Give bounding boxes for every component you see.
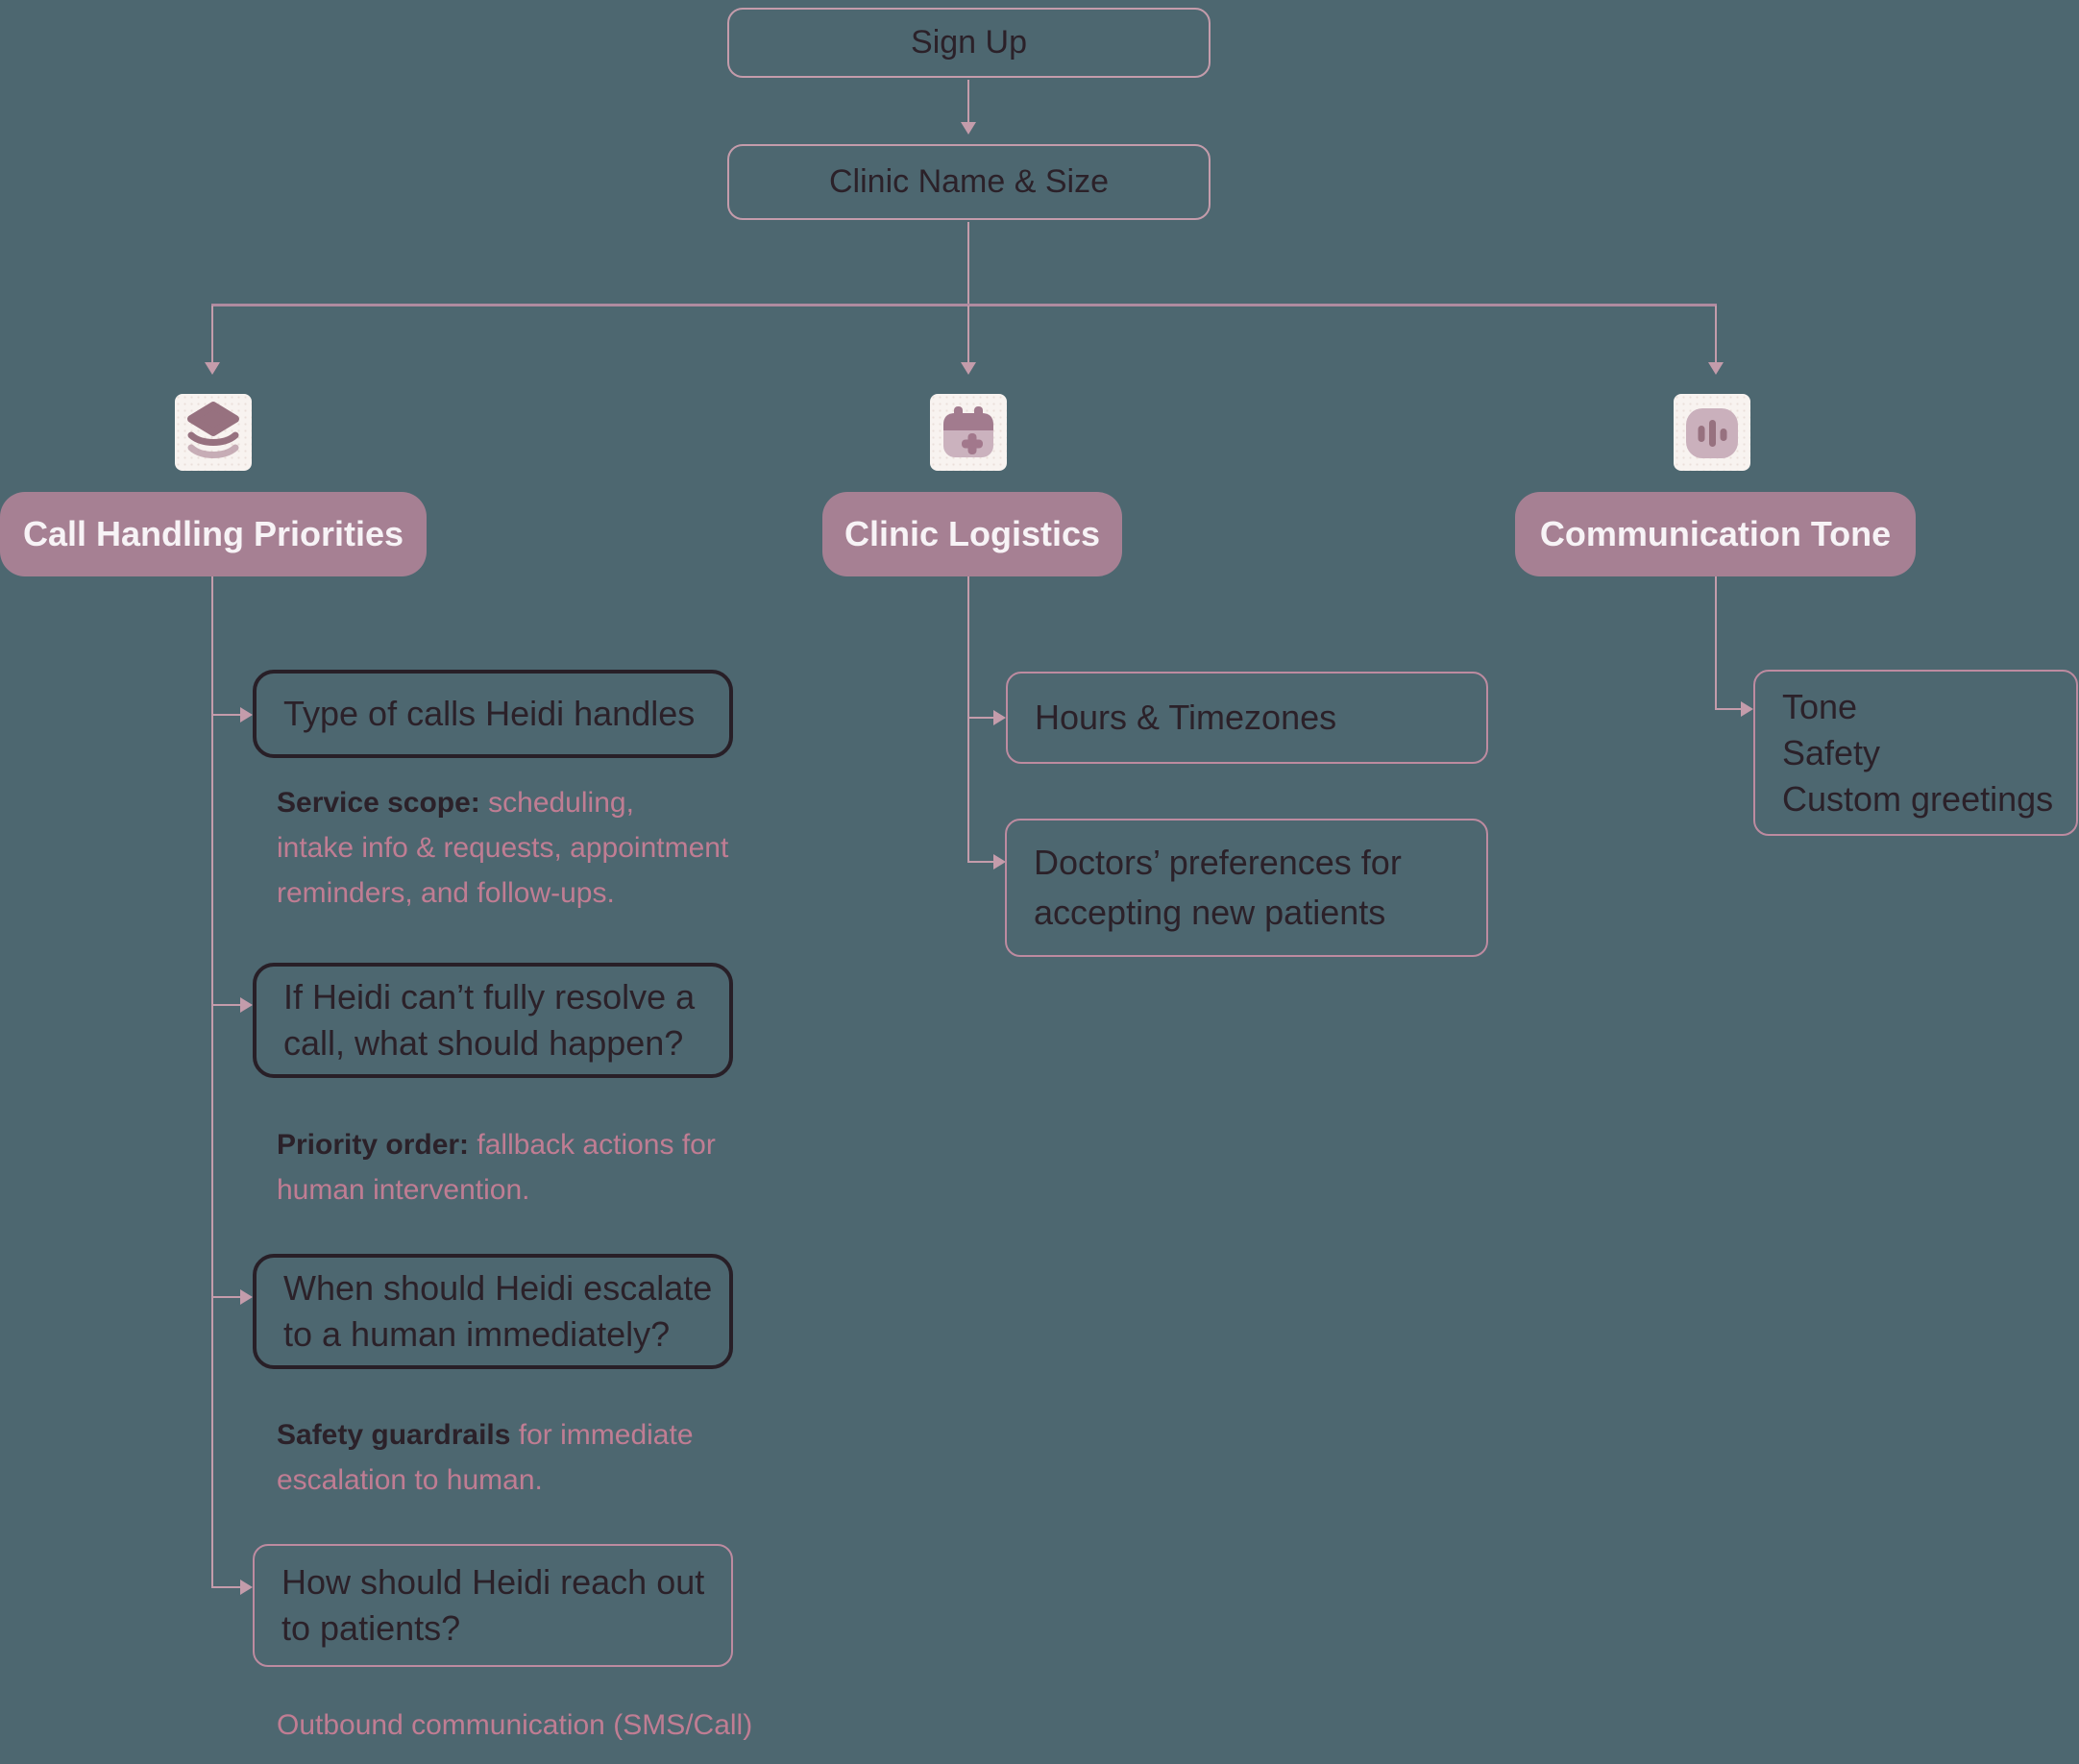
arrowhead-to-box3 bbox=[240, 1289, 253, 1305]
connector-to-box2 bbox=[213, 1004, 242, 1006]
hours-timezones-node: Hours & Timezones bbox=[1006, 672, 1488, 764]
escalate-to-human-node: When should Heidi escalate to a human im… bbox=[253, 1254, 733, 1369]
arrowhead-to-box1 bbox=[240, 707, 253, 723]
arrowhead-to-box2 bbox=[240, 997, 253, 1013]
arrowhead-to-tone bbox=[1741, 701, 1753, 717]
arrowhead-to-hours bbox=[993, 710, 1006, 725]
voice-waveform-icon bbox=[1674, 394, 1750, 471]
connector-to-hours bbox=[969, 717, 994, 719]
note-outbound-communication: Outbound communication (SMS/Call) bbox=[277, 1709, 753, 1741]
clinic-name-size-label: Clinic Name & Size bbox=[829, 163, 1109, 200]
branch-call-handling-priorities: Call Handling Priorities bbox=[0, 492, 427, 576]
branch-clinic-logistics: Clinic Logistics bbox=[822, 492, 1122, 576]
connector-to-box3 bbox=[213, 1296, 242, 1298]
connector-drop-right bbox=[1715, 306, 1717, 363]
arrowhead-drop-middle bbox=[961, 362, 976, 375]
connector-left-spine bbox=[211, 576, 213, 1588]
note-lead: Priority order: bbox=[277, 1129, 470, 1161]
connector-to-box1 bbox=[213, 714, 242, 716]
connector-right-spine bbox=[1715, 576, 1717, 710]
connector-junction bbox=[211, 304, 1717, 306]
arrowhead-drop-right bbox=[1708, 362, 1724, 375]
branch-title: Clinic Logistics bbox=[844, 514, 1101, 553]
branch-title: Communication Tone bbox=[1539, 514, 1892, 553]
connector-drop-middle bbox=[967, 306, 969, 363]
note-lead: Service scope: bbox=[277, 787, 480, 819]
doctors-preferences-node: Doctors’ preferences for accepting new p… bbox=[1005, 819, 1488, 957]
signup-node: Sign Up bbox=[727, 8, 1211, 78]
arrowhead-to-box4 bbox=[240, 1580, 253, 1595]
clinic-name-size-node: Clinic Name & Size bbox=[727, 144, 1211, 220]
unresolved-call-node: If Heidi can’t fully resolve a call, wha… bbox=[253, 963, 733, 1078]
type-of-calls-label: Type of calls Heidi handles bbox=[283, 694, 696, 733]
connector-middle-spine bbox=[967, 576, 969, 863]
signup-label: Sign Up bbox=[911, 24, 1027, 61]
calendar-plus-icon bbox=[930, 394, 1007, 471]
note-service-scope: Service scope: scheduling, intake info &… bbox=[277, 787, 729, 909]
connector-drop-left bbox=[211, 306, 213, 363]
branch-title: Call Handling Priorities bbox=[22, 514, 404, 553]
arrowhead-drop-left bbox=[205, 362, 220, 375]
arrowhead-signup-clinic bbox=[961, 122, 976, 135]
arrowhead-to-doctors bbox=[993, 854, 1006, 870]
tone-safety-greetings-node: Tone Safety Custom greetings bbox=[1753, 670, 2078, 836]
note-priority-order: Priority order: fallback actions for hum… bbox=[277, 1129, 716, 1206]
reach-out-node: How should Heidi reach out to patients? bbox=[253, 1544, 733, 1667]
connector-to-box4 bbox=[213, 1586, 242, 1588]
branch-communication-tone: Communication Tone bbox=[1515, 492, 1916, 576]
connector-to-doctors bbox=[969, 861, 994, 863]
connector-to-tone bbox=[1717, 708, 1742, 710]
note-lead: Safety guardrails bbox=[277, 1419, 511, 1451]
connector-trunk bbox=[967, 222, 969, 305]
note-safety-guardrails: Safety guardrails for immediate escalati… bbox=[277, 1419, 694, 1496]
type-of-calls-node: Type of calls Heidi handles bbox=[253, 670, 733, 758]
connector-signup-clinic bbox=[967, 80, 969, 124]
layers-icon bbox=[175, 394, 252, 471]
